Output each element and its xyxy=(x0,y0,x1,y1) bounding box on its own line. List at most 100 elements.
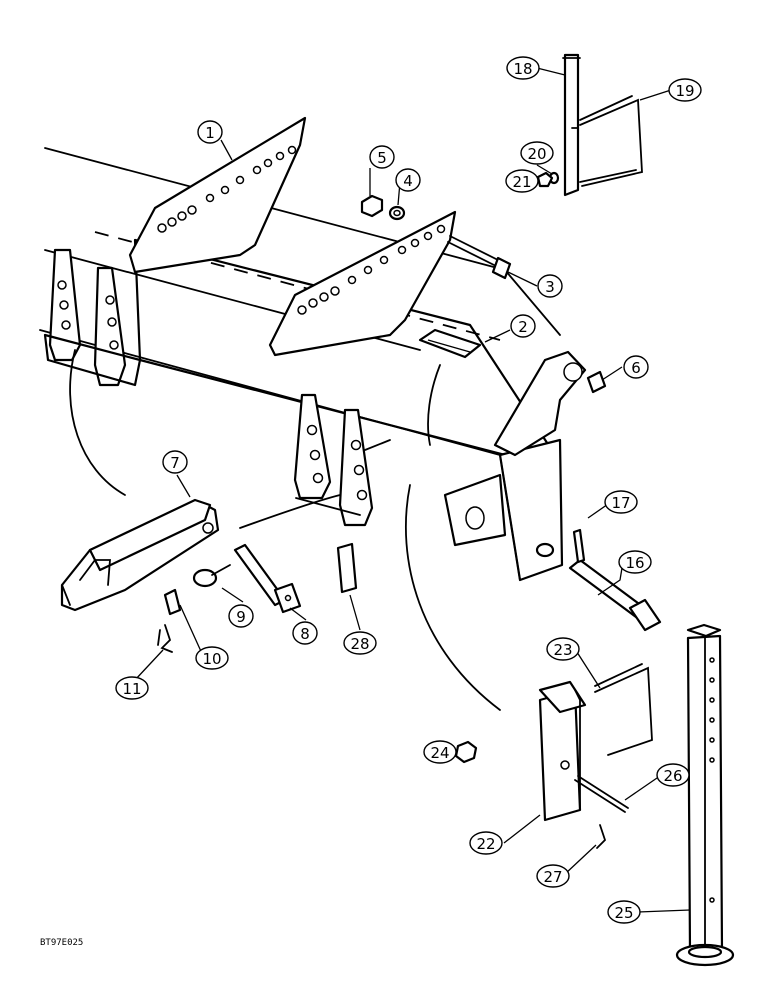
callout-leaders xyxy=(134,67,691,913)
callout-18: 18 xyxy=(506,56,540,80)
callout-number: 24 xyxy=(430,744,449,762)
callout-circle xyxy=(506,56,540,80)
callout-circle xyxy=(520,141,554,165)
callout-number: 20 xyxy=(527,145,546,163)
callout-circle xyxy=(195,646,229,670)
callout-circle xyxy=(618,550,652,574)
callout-number: 10 xyxy=(202,650,221,668)
jack-pin xyxy=(535,542,662,632)
callout-circle xyxy=(228,604,254,628)
toolbar-beam xyxy=(39,147,587,582)
small-pin xyxy=(163,588,182,616)
callout-27: 27 xyxy=(536,864,570,888)
callout-20: 20 xyxy=(520,141,554,165)
callout-circle xyxy=(537,274,563,298)
mounting-plate-left xyxy=(128,116,307,274)
callout-circle xyxy=(536,864,570,888)
callout-25: 25 xyxy=(607,900,641,924)
callout-circle xyxy=(115,676,149,700)
callout-number: 1 xyxy=(205,124,215,142)
callout-number: 11 xyxy=(122,680,141,698)
callout-number: 9 xyxy=(236,608,246,626)
hair-clip-small xyxy=(596,824,607,849)
callout-16: 16 xyxy=(618,550,652,574)
callout-circle xyxy=(197,120,223,144)
callout-number: 7 xyxy=(170,454,180,472)
small-decal xyxy=(336,542,358,594)
jack-pin-small xyxy=(574,775,629,813)
bushing xyxy=(586,370,607,394)
nut xyxy=(360,194,384,218)
bolt xyxy=(447,235,512,280)
callout-circle xyxy=(505,169,539,193)
callout-3: 3 xyxy=(537,274,563,298)
hex-nut xyxy=(454,740,478,764)
callout-circle xyxy=(604,490,638,514)
callout-11: 11 xyxy=(115,676,149,700)
u-bolt-lower xyxy=(594,663,653,756)
callout-circle xyxy=(292,621,318,645)
callout-17: 17 xyxy=(604,490,638,514)
callout-number: 17 xyxy=(611,494,630,512)
callout-24: 24 xyxy=(423,740,457,764)
callout-23: 23 xyxy=(546,637,580,661)
hitch-link xyxy=(60,498,220,612)
callout-4: 4 xyxy=(395,168,421,192)
callout-circle xyxy=(656,763,690,787)
callout-circle xyxy=(607,900,641,924)
callout-circle xyxy=(162,450,188,474)
callout-2: 2 xyxy=(510,314,536,338)
callout-21: 21 xyxy=(505,169,539,193)
callout-circle xyxy=(395,168,421,192)
decal xyxy=(418,328,482,359)
callout-number: 16 xyxy=(625,554,644,572)
callout-number: 4 xyxy=(403,172,413,190)
callout-number: 5 xyxy=(377,149,387,167)
callout-number: 28 xyxy=(350,635,369,653)
callout-number: 6 xyxy=(631,359,641,377)
figure-code: BT97E025 xyxy=(40,938,83,948)
callout-circle xyxy=(668,78,702,102)
callout-circle xyxy=(423,740,457,764)
callout-number: 3 xyxy=(545,278,555,296)
u-bolt-upper xyxy=(579,95,643,187)
callout-number: 26 xyxy=(663,767,682,785)
callout-5: 5 xyxy=(369,145,395,169)
washer xyxy=(388,205,406,221)
callout-number: 22 xyxy=(476,835,495,853)
callout-1: 1 xyxy=(197,120,223,144)
lock-pin xyxy=(572,528,586,564)
hitch-bracket-center xyxy=(293,393,374,527)
hanger-bracket xyxy=(562,53,581,197)
callout-circle xyxy=(469,831,503,855)
callout-22: 22 xyxy=(469,831,503,855)
clip-pin xyxy=(192,564,231,588)
callout-circle xyxy=(369,145,395,169)
callout-number: 19 xyxy=(675,82,694,100)
callout-number: 23 xyxy=(553,641,572,659)
hex-nut-small xyxy=(536,171,554,188)
callout-circle xyxy=(510,314,536,338)
callout-10: 10 xyxy=(195,646,229,670)
callout-9: 9 xyxy=(228,604,254,628)
callout-circle xyxy=(343,631,377,655)
callout-number: 27 xyxy=(543,868,562,886)
callout-26: 26 xyxy=(656,763,690,787)
callout-7: 7 xyxy=(162,450,188,474)
callout-number: 18 xyxy=(513,60,532,78)
callout-19: 19 xyxy=(668,78,702,102)
callout-28: 28 xyxy=(343,631,377,655)
callout-number: 25 xyxy=(614,904,633,922)
callout-number: 21 xyxy=(512,173,531,191)
callout-8: 8 xyxy=(292,621,318,645)
callout-6: 6 xyxy=(623,355,649,379)
callout-circle xyxy=(623,355,649,379)
hitch-pin xyxy=(233,543,302,614)
hitch-bracket-left xyxy=(43,248,142,387)
callout-number: 2 xyxy=(518,318,528,336)
callout-number: 8 xyxy=(300,625,310,643)
jack-stand xyxy=(675,623,735,967)
hose-lines xyxy=(69,349,501,711)
